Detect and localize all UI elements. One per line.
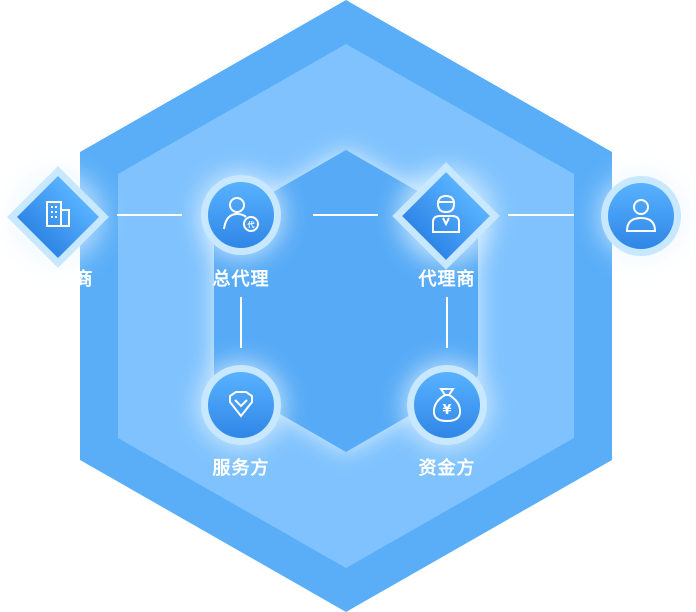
agent-user-icon: 代 [223, 197, 259, 232]
node-left-partial [7, 166, 109, 268]
svg-text:¥: ¥ [442, 403, 451, 418]
node-label-left-partial: 商 [74, 269, 94, 290]
node-general-agent: 代 [197, 171, 285, 259]
money-bag-icon: ¥ [432, 388, 462, 423]
diamond-check-icon [229, 391, 253, 418]
svg-text:代: 代 [247, 220, 255, 229]
node-funder: ¥ [403, 361, 491, 449]
node-service-provider [197, 361, 285, 449]
person-tie-icon [432, 194, 460, 233]
node-right-partial [597, 172, 685, 260]
node-label-service-provider: 服务方 [212, 458, 270, 479]
node-label-funder: 资金方 [418, 458, 476, 479]
node-label-general-agent: 总代理 [212, 269, 270, 290]
building-icon [46, 201, 70, 227]
user-icon [625, 199, 657, 232]
node-agent [392, 162, 500, 270]
node-label-agent: 代理商 [418, 269, 476, 290]
